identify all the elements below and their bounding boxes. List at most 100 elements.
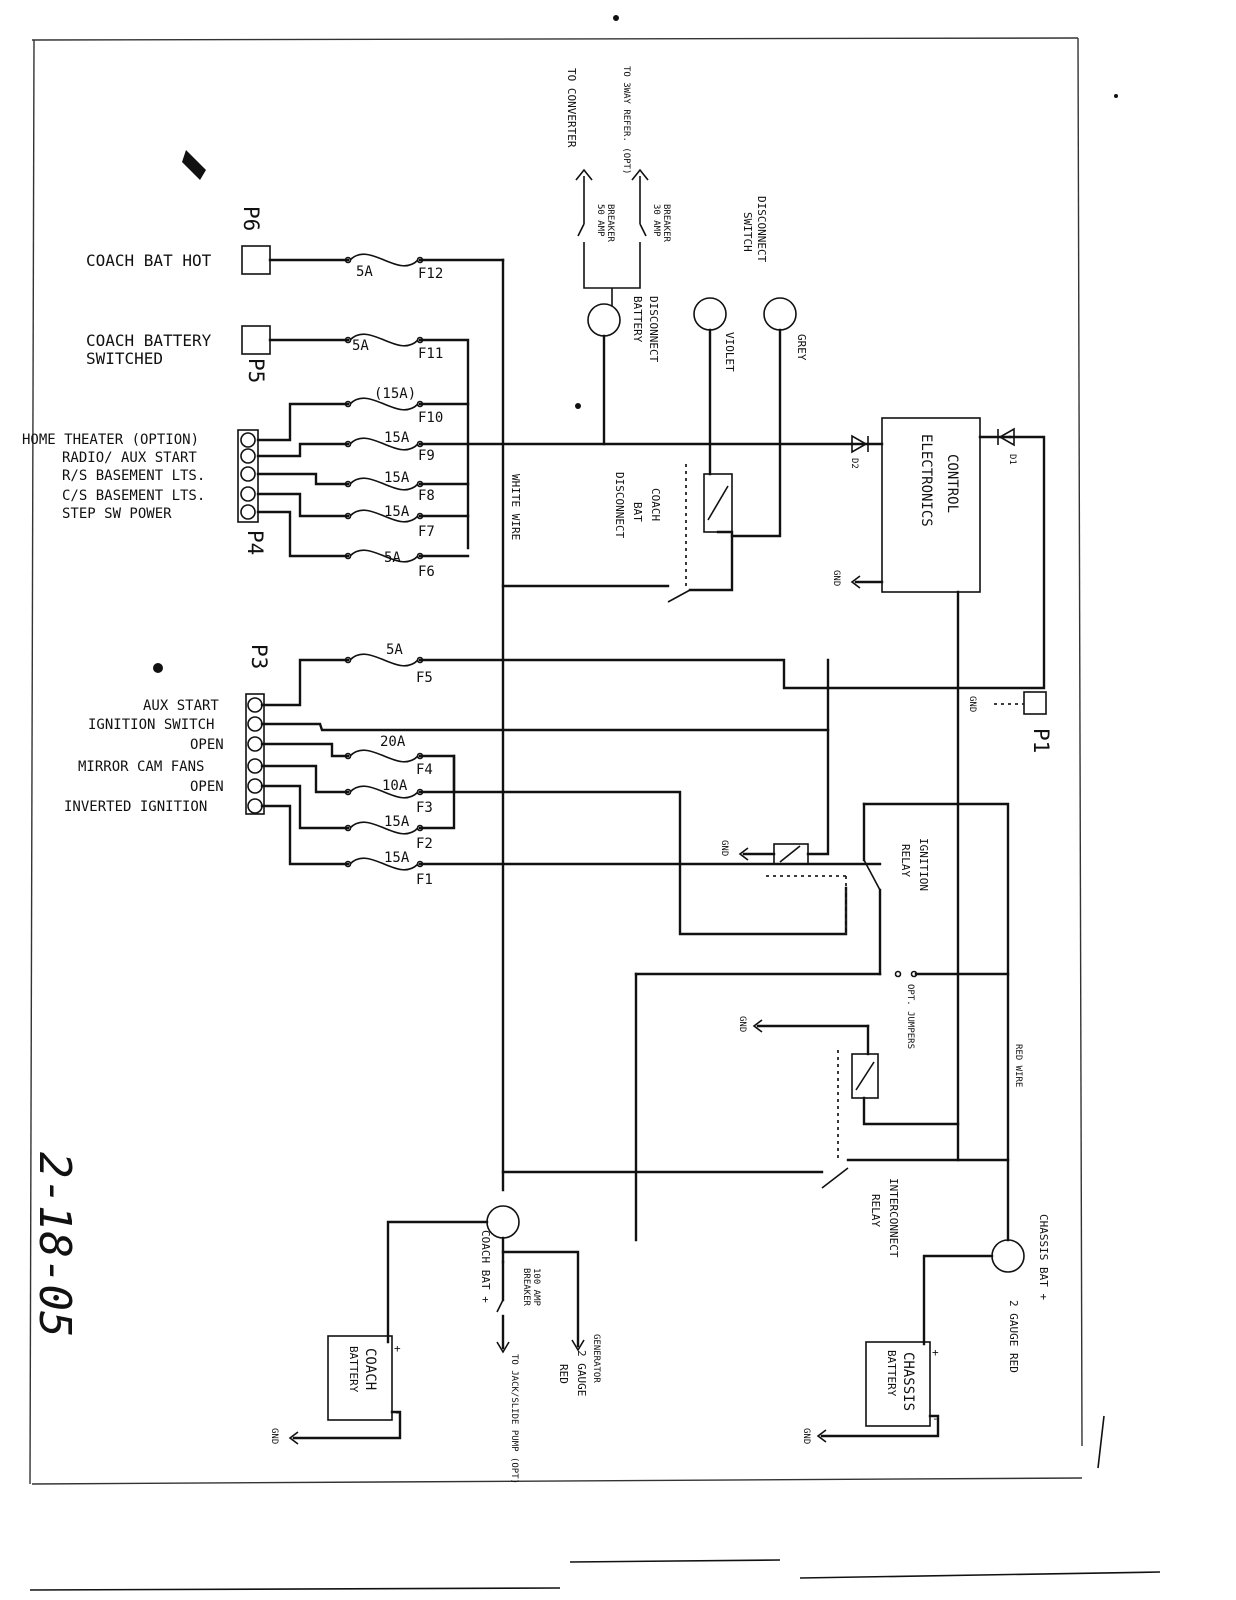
- svg-text:F11: F11: [418, 346, 443, 362]
- fuse-f1: 15A F1: [344, 850, 433, 888]
- svg-text:BREAKER: BREAKER: [661, 204, 671, 243]
- p3-pin-labels: AUX START IGNITION SWITCH OPEN MIRROR CA…: [64, 698, 224, 815]
- svg-text:COACH BAT +: COACH BAT +: [479, 1230, 492, 1303]
- svg-text:5A: 5A: [356, 264, 373, 280]
- fuse-f9: 15A F9: [344, 430, 435, 464]
- p3-pin-open-1: OPEN: [190, 737, 224, 753]
- svg-text:10A: 10A: [382, 778, 408, 794]
- connector-p4: P4: [237, 429, 267, 555]
- coach-battery: + - COACH BATTERY GND: [269, 1220, 489, 1445]
- p3-pin-mirror-cam-fans: MIRROR CAM FANS: [78, 759, 204, 775]
- grey-label: GREY: [795, 334, 808, 361]
- svg-text:F10: F10: [418, 410, 443, 426]
- svg-text:DISCONNECT: DISCONNECT: [647, 296, 660, 363]
- p3-pin-inverted-ignition: INVERTED IGNITION: [64, 799, 207, 815]
- handwritten-date: 2-18-05: [29, 1152, 80, 1337]
- fuse-f11: 5A F11: [344, 333, 443, 362]
- top-breakers: TO CONVERTER TO 3WAY REFER. (OPT) 50 AMP…: [565, 66, 671, 306]
- p4-feeds: [256, 402, 350, 558]
- svg-text:SWITCH: SWITCH: [741, 212, 754, 252]
- p4-label: P4: [243, 530, 267, 555]
- to-jack-slide-label: TO JACK/SLIDE PUMP (OPT): [509, 1354, 519, 1484]
- svg-text:BREAKER: BREAKER: [605, 204, 615, 243]
- svg-text:DISCONNECT: DISCONNECT: [613, 472, 626, 539]
- fuse-f7: 15A F7: [344, 504, 435, 540]
- svg-text:GENERATOR: GENERATOR: [591, 1334, 601, 1383]
- svg-text:D2: D2: [849, 458, 859, 469]
- svg-text:F6: F6: [418, 564, 435, 580]
- fuse-f4: 20A F4: [344, 734, 433, 778]
- svg-text:OPT. JUMPERS: OPT. JUMPERS: [905, 984, 915, 1049]
- control-electronics: CONTROL ELECTRONICS D2 D1 GND: [831, 417, 1017, 1162]
- svg-text:COACH: COACH: [362, 1348, 378, 1390]
- fuse-f3: 10A F3: [344, 778, 433, 816]
- coach-bat-hot-label: COACH BAT HOT: [86, 251, 212, 270]
- svg-text:15A: 15A: [384, 470, 410, 486]
- p4-pin-step-sw: STEP SW POWER: [62, 506, 172, 522]
- svg-text:GND: GND: [967, 696, 977, 712]
- opt-jumpers: OPT. JUMPERS RED WIRE: [634, 970, 1023, 1242]
- breaker-50-label: 50 AMP: [595, 204, 605, 237]
- svg-text:15A: 15A: [384, 850, 410, 866]
- svg-text:GND: GND: [269, 1428, 279, 1444]
- p4-pin-rs-basement: R/S BASEMENT LTS.: [62, 468, 205, 484]
- svg-text:GND: GND: [801, 1428, 811, 1444]
- p4-pin-labels: HOME THEATER (OPTION) RADIO/ AUX START R…: [22, 432, 205, 522]
- fuse-f8: 15A F8: [344, 470, 435, 504]
- svg-text:RED: RED: [557, 1364, 570, 1384]
- svg-text:D1: D1: [1007, 454, 1017, 465]
- svg-text:COACH: COACH: [649, 488, 662, 521]
- svg-text:BAT: BAT: [631, 502, 644, 522]
- svg-text:+: +: [394, 1342, 401, 1355]
- fuse-f10: (15A) F10: [344, 386, 443, 426]
- svg-text:F2: F2: [416, 836, 433, 852]
- svg-text:F9: F9: [418, 448, 435, 464]
- coach-bat-post: COACH BAT + 100 AMP BREAKER TO JACK/SLID…: [479, 1205, 601, 1484]
- svg-text:BATTERY: BATTERY: [347, 1346, 360, 1393]
- svg-text:INTERCONNECT: INTERCONNECT: [887, 1178, 900, 1258]
- battery-disconnect: BATTERY DISCONNECT: [587, 296, 660, 446]
- p6-label: P6: [239, 206, 263, 231]
- svg-text:5A: 5A: [384, 550, 401, 566]
- p5-label: P5: [244, 358, 268, 383]
- red-wire-label: RED WIRE: [1013, 1044, 1023, 1087]
- svg-text:CONTROL: CONTROL: [944, 454, 960, 513]
- svg-text:GND: GND: [719, 840, 729, 856]
- svg-text:P1: P1: [1029, 728, 1053, 753]
- coach-bat-disconnect-relay: COACH BAT DISCONNECT: [501, 464, 734, 603]
- svg-text:+: +: [932, 1346, 939, 1359]
- svg-text:F5: F5: [416, 670, 433, 686]
- page-border: [29, 37, 1083, 1485]
- white-wire-label: WHITE WIRE: [509, 474, 522, 540]
- scan-specks: [153, 15, 1118, 673]
- to-refer-label: TO 3WAY REFER. (OPT): [621, 66, 631, 174]
- svg-text:BATTERY: BATTERY: [885, 1350, 898, 1397]
- svg-text:IGNITION: IGNITION: [917, 838, 930, 891]
- terminal-p5: P5: [241, 325, 271, 383]
- fuse-f12: 5A F12: [344, 253, 443, 282]
- svg-text:BATTERY: BATTERY: [631, 296, 644, 343]
- svg-text:-: -: [932, 1412, 939, 1425]
- svg-text:2 GAUGE: 2 GAUGE: [575, 1350, 588, 1396]
- p3-pin-open-2: OPEN: [190, 779, 224, 795]
- svg-text:ELECTRONICS: ELECTRONICS: [918, 434, 934, 527]
- to-converter-label: TO CONVERTER: [565, 68, 578, 148]
- svg-text:15A: 15A: [384, 814, 410, 830]
- svg-text:F1: F1: [416, 872, 433, 888]
- svg-text:F8: F8: [418, 488, 435, 504]
- p3-pin-ignition: IGNITION SWITCH: [88, 717, 214, 733]
- connector-p1: GND P1: [967, 691, 1053, 753]
- p3-feeds: [260, 435, 1046, 936]
- coach-battery-label: COACH BATTERY: [86, 331, 212, 350]
- svg-text:GND: GND: [737, 1016, 747, 1032]
- p3-label: P3: [247, 644, 271, 669]
- svg-text:5A: 5A: [352, 338, 369, 354]
- svg-text:5A: 5A: [386, 642, 403, 658]
- violet-label: VIOLET: [723, 332, 736, 372]
- svg-text:(15A): (15A): [374, 386, 416, 402]
- svg-text:RELAY: RELAY: [899, 844, 912, 877]
- svg-text:CHASSIS BAT +: CHASSIS BAT +: [1037, 1214, 1050, 1300]
- chassis-bat-post: CHASSIS BAT + 2 GAUGE RED: [922, 1214, 1050, 1373]
- fuse-f2: 15A F2: [344, 814, 433, 852]
